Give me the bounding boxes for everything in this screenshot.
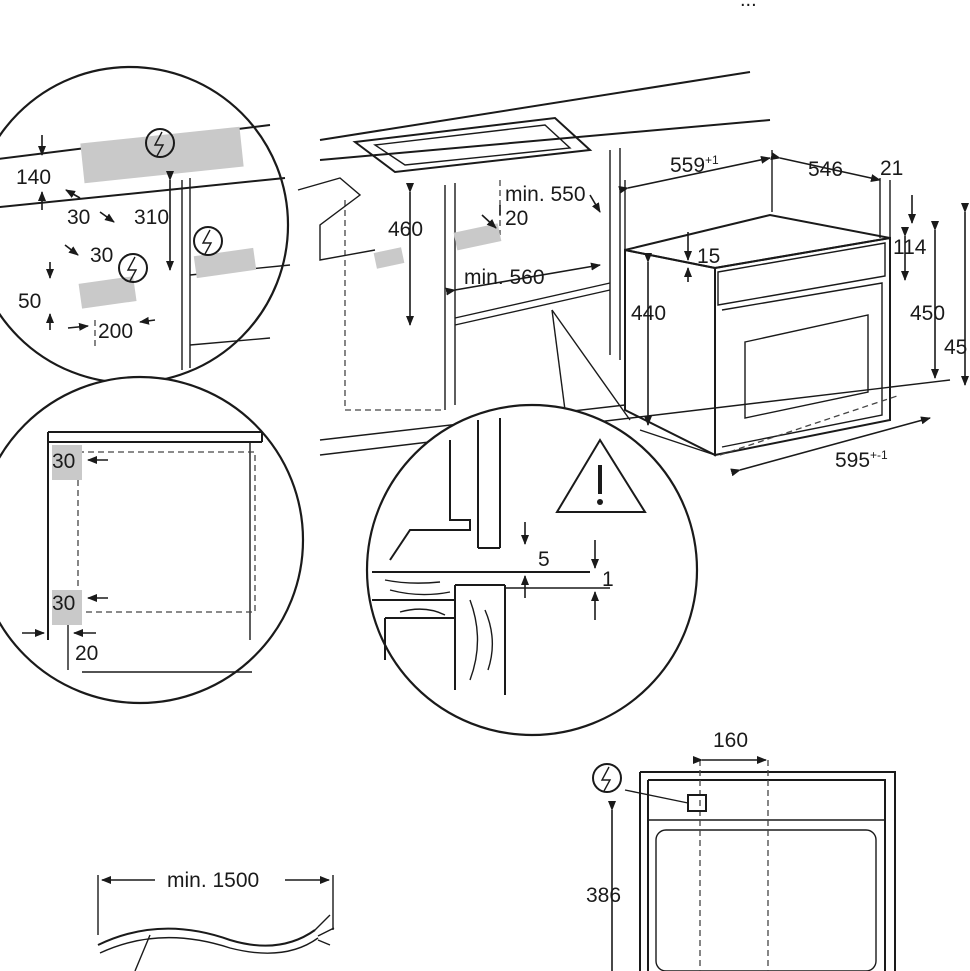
dim-width: 595+-1 (835, 448, 888, 472)
dim-386: 386 (586, 884, 621, 907)
dim-width-cutout: min. 560 (464, 266, 545, 289)
dim-20: 20 (75, 642, 98, 665)
dim-top-gap: 15 (697, 245, 720, 268)
dim-front: 21 (880, 157, 903, 180)
dim-30b: 30 (90, 244, 113, 267)
dim-depth-cabinet: min. 550 (505, 183, 586, 206)
warning-icon (555, 438, 647, 513)
dim-height: 450 (910, 302, 945, 325)
dim-depth: 546 (808, 158, 843, 181)
back-view: 160 386 (586, 729, 896, 971)
dim-5: 5 (538, 548, 550, 571)
cable-drawing: min. 1500 (97, 869, 335, 971)
dim-cable-length: min. 1500 (167, 869, 259, 892)
dim-gap: 20 (505, 207, 528, 230)
dim-height-total: 45 (944, 336, 967, 359)
dim-1: 1 (602, 568, 614, 591)
dim-width-inner: 559+1 (670, 153, 719, 177)
dim-height-inner: 440 (631, 302, 666, 325)
dim-30-top: 30 (52, 450, 75, 473)
top-cabinet-dimensions: 460 min. 550 20 min. 560 (388, 183, 601, 326)
detail-section-circle: 5 1 (365, 309, 699, 737)
dim-30a: 30 (67, 206, 90, 229)
dim-30-bottom: 30 (52, 592, 75, 615)
electric-symbol-icon (193, 226, 223, 256)
dim-height-cutout: 460 (388, 218, 423, 241)
dim-200: 200 (98, 320, 133, 343)
electric-symbol-icon (118, 253, 148, 283)
dim-310: 310 (134, 206, 169, 229)
oven-dimensions: 559+1 546 21 15 440 114 450 45 595+-1 (618, 150, 969, 477)
detail-socket-circle: 140 30 310 30 50 200 (0, 65, 291, 385)
dim-160: 160 (713, 729, 748, 752)
oven-appliance (624, 213, 891, 457)
electric-symbol-icon (592, 763, 622, 793)
electric-symbol-icon (145, 128, 175, 158)
dim-50: 50 (18, 290, 41, 313)
header-text: ... (740, 0, 757, 11)
detail-front-circle: 30 30 20 (0, 375, 305, 705)
dim-140: 140 (16, 166, 51, 189)
dim-panel: 114 (893, 236, 927, 259)
